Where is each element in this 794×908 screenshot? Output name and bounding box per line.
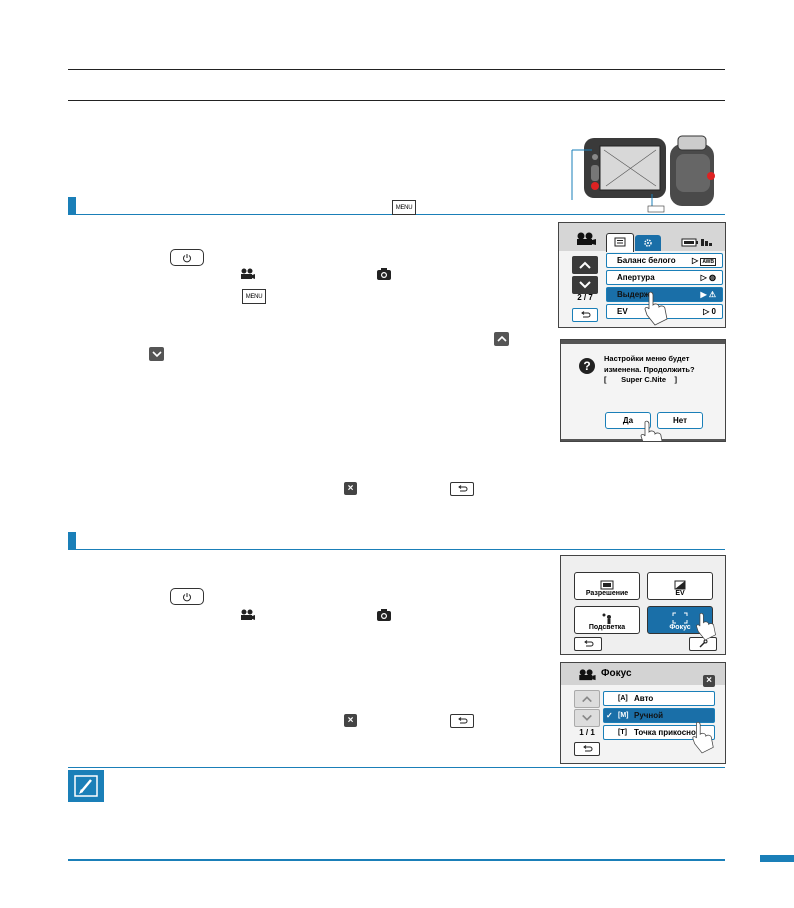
focus-menu-screen: Фокус × 1 / 1 [A] Авто ✓ [M] Ручной [T] … <box>560 662 726 764</box>
photo-mode-icon-2 <box>376 608 392 622</box>
scroll-down-button[interactable] <box>572 276 598 294</box>
tile-backlight[interactable]: Подсветка <box>574 606 640 634</box>
scroll-down-button[interactable] <box>574 709 600 727</box>
touch-hand-icon <box>689 721 717 755</box>
dialog-message: Настройки меню будет изменена. Продолжит… <box>604 354 695 374</box>
awb-badge: AWB <box>700 258 716 266</box>
section-header-2 <box>68 532 725 550</box>
menu-item-value: ▷ AWB <box>691 256 716 266</box>
video-mode-icon <box>240 268 256 280</box>
tile-label: Фокус <box>669 624 691 631</box>
question-icon: ? <box>579 358 595 374</box>
video-icon <box>575 232 597 246</box>
focus-option-touch[interactable]: [T] Точка прикоснов <box>603 725 715 740</box>
tile-label: Подсветка <box>588 624 626 631</box>
menu-item-label: EV <box>617 307 628 316</box>
menu-item-value: ▷ 0 <box>703 307 716 316</box>
section-line <box>76 549 725 550</box>
close-key-icon: × <box>344 482 357 495</box>
yes-button[interactable]: Да <box>605 412 651 429</box>
close-button[interactable]: × <box>703 675 715 687</box>
down-arrow-icon <box>149 347 164 361</box>
menu-key-icon: MENU <box>392 200 416 215</box>
tile-label: Разрешение <box>585 590 629 597</box>
menu-screen: 2 / 7 Баланс белого ▷ AWB Апертура ▷ ◍ В… <box>558 222 726 328</box>
page-indicator: 2 / 7 <box>577 293 593 302</box>
focus-menu-header <box>561 663 725 685</box>
tile-resolution[interactable]: Разрешение <box>574 572 640 600</box>
close-key-icon-2: × <box>344 714 357 727</box>
focus-icon <box>672 612 688 624</box>
tile-label: EV <box>675 590 685 597</box>
confirm-dialog-screen: ? Настройки меню будет изменена. Продолж… <box>560 339 726 442</box>
dialog-mode: [ Super C.Nite ] <box>604 375 677 384</box>
no-button[interactable]: Нет <box>657 412 703 429</box>
quick-menu-screen: Разрешение EV Подсветка Фокус <box>560 555 726 655</box>
dialog-mode-text: Super C.Nite <box>621 375 667 384</box>
menu-key-label: MENU <box>395 204 413 211</box>
touch-hand-icon <box>637 420 667 441</box>
menu-item-aperture[interactable]: Апертура ▷ ◍ <box>606 270 723 285</box>
menu-item-shutter[interactable]: Выдерж ▶ ⚠ <box>606 287 723 302</box>
option-label: Точка прикоснов <box>634 728 701 737</box>
note-rule <box>68 767 725 768</box>
power-button-icon-2 <box>170 588 204 605</box>
menu-key-label-2: MENU <box>245 293 263 300</box>
wrench-button[interactable] <box>689 637 717 651</box>
menu-item-label: Апертура <box>617 273 655 282</box>
section-marker <box>68 532 76 550</box>
photo-mode-icon <box>376 267 392 281</box>
backlight-icon <box>602 613 611 624</box>
focus-menu-title: Фокус <box>601 668 632 679</box>
focus-option-manual[interactable]: ✓ [M] Ручной <box>603 708 715 723</box>
menu-item-white-balance[interactable]: Баланс белого ▷ AWB <box>606 253 723 268</box>
option-label: Ручной <box>634 711 664 720</box>
touch-focus-icon: [T] <box>618 729 627 736</box>
camcorder-illustration <box>566 132 726 214</box>
scroll-up-button[interactable] <box>572 256 598 274</box>
footer-rule <box>68 859 725 861</box>
ev-value: 0 <box>711 307 716 316</box>
menu-key-icon-2: MENU <box>242 289 266 304</box>
battery-icon <box>681 234 713 247</box>
tile-ev[interactable]: EV <box>647 572 713 600</box>
warning-icon: ▶ ⚠ <box>700 290 716 299</box>
dialog-top-bar <box>561 340 725 344</box>
menu-item-label: Выдерж <box>617 290 650 299</box>
tab-menu[interactable] <box>606 233 634 252</box>
manual-focus-icon: [M] <box>618 712 629 719</box>
back-button[interactable] <box>574 742 600 756</box>
auto-focus-icon: [A] <box>618 695 628 702</box>
aperture-value-icon: ▷ ◍ <box>700 273 716 282</box>
back-key-icon-2 <box>450 714 474 728</box>
touch-hand-icon <box>693 612 719 642</box>
back-key-icon <box>450 482 474 496</box>
focus-option-auto[interactable]: [A] Авто <box>603 691 715 706</box>
ev-icon <box>674 580 686 590</box>
header-rule <box>68 100 725 101</box>
tile-focus[interactable]: Фокус <box>647 606 713 634</box>
section-marker <box>68 197 76 215</box>
top-rule <box>68 69 725 70</box>
back-button[interactable] <box>572 308 598 322</box>
power-button-icon <box>170 249 204 266</box>
scroll-up-button[interactable] <box>574 690 600 708</box>
tab-settings[interactable] <box>635 235 661 251</box>
video-icon <box>577 669 597 681</box>
check-icon: ✓ <box>606 711 613 720</box>
option-label: Авто <box>634 694 654 703</box>
video-mode-icon-2 <box>240 609 256 621</box>
page-indicator: 1 / 1 <box>579 728 595 737</box>
note-icon <box>68 770 104 802</box>
menu-item-label: Баланс белого <box>617 256 676 265</box>
back-button[interactable] <box>574 637 602 651</box>
page-number-tab <box>760 855 794 862</box>
resolution-icon <box>600 580 614 590</box>
touch-hand-icon <box>641 291 671 327</box>
up-arrow-icon <box>494 332 509 346</box>
